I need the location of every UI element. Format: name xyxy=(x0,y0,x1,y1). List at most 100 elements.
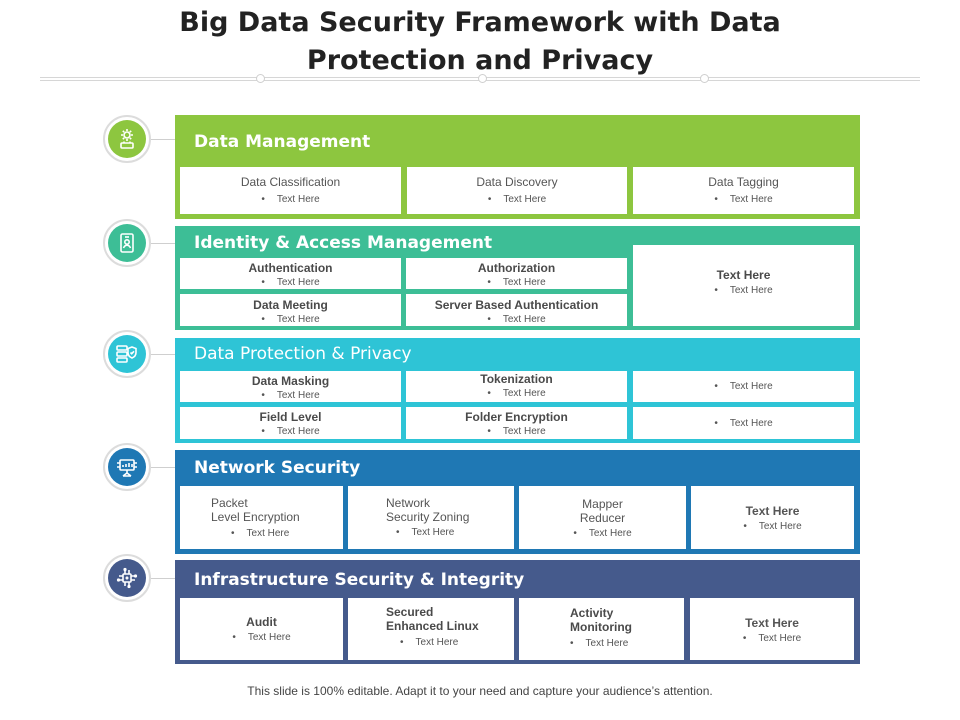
card-bullet: Text Here xyxy=(180,389,401,402)
card-bullet: Text Here xyxy=(406,387,627,400)
card-bullet: Text Here xyxy=(406,276,627,289)
connector-line xyxy=(151,243,175,244)
gear-chip-icon xyxy=(108,120,146,158)
card-bullet: Text Here xyxy=(633,284,854,297)
data-management-icon-badge xyxy=(103,115,151,163)
connector-line xyxy=(151,578,175,579)
card-title: Data Discovery xyxy=(476,175,558,189)
section-title: Network Security xyxy=(194,458,361,478)
card-bullet: Text Here xyxy=(406,313,627,326)
card-secured-enhanced-linux: Secured Enhanced Linux Text Here xyxy=(348,598,514,660)
card-bullet: Text Here xyxy=(180,276,401,289)
card-bullet: Text Here xyxy=(180,631,343,644)
card-title: Field Level xyxy=(259,410,322,424)
card-folder-encryption: Folder Encryption Text Here xyxy=(406,407,627,439)
data-protection-icon-badge xyxy=(103,330,151,378)
card-data-discovery: Data Discovery Text Here xyxy=(407,167,627,214)
network-monitor-icon xyxy=(108,448,146,486)
card-field-level: Field Level Text Here xyxy=(180,407,401,439)
card-data-masking: Data Masking Text Here xyxy=(180,371,401,402)
card-text-here: Text Here Text Here xyxy=(691,486,854,549)
section-data-management: Data Management Data Classification Text… xyxy=(175,115,860,219)
connector-line xyxy=(151,467,175,468)
card-bullet: Text Here xyxy=(690,632,854,645)
card-audit: Audit Text Here xyxy=(180,598,343,660)
page-title: Big Data Security Framework with Data Pr… xyxy=(0,4,960,80)
section-data-protection-privacy: Data Protection & Privacy Data Masking T… xyxy=(175,338,860,443)
card-title: Server Based Authentication xyxy=(434,298,599,312)
card-title: Text Here xyxy=(745,616,799,630)
card-bullet: Text Here xyxy=(570,637,684,650)
card-title: Text Here xyxy=(716,268,771,282)
card-title-line-2: Enhanced Linux xyxy=(386,619,479,633)
card-packet-level-encryption: Packet Level Encryption Text Here xyxy=(180,486,343,549)
card-title: Authorization xyxy=(477,261,556,275)
card-bullet: Text Here xyxy=(400,636,514,649)
card-title: Audit xyxy=(246,615,277,629)
card-tokenization: Tokenization Text Here xyxy=(406,371,627,402)
card-bullet: Text Here xyxy=(633,380,854,393)
card-bullet: Text Here xyxy=(633,417,854,430)
card-network-security-zoning: Network Security Zoning Text Here xyxy=(348,486,514,549)
card-activity-monitoring: Activity Monitoring Text Here xyxy=(519,598,684,660)
card-title-line-2: Level Encryption xyxy=(211,510,300,524)
network-security-icon-badge xyxy=(103,443,151,491)
section-title: Infrastructure Security & Integrity xyxy=(194,570,525,590)
card-title-line-2: Reducer xyxy=(579,511,626,525)
card-title: Folder Encryption xyxy=(465,410,568,424)
card-title: Text Here xyxy=(745,504,800,518)
card-bullet: Text Here xyxy=(231,527,343,540)
circuit-chip-icon xyxy=(108,559,146,597)
card-text-here: Text Here xyxy=(633,407,854,439)
card-authentication: Authentication Text Here xyxy=(180,258,401,289)
divider-dot xyxy=(478,74,487,83)
card-bullet: Text Here xyxy=(406,425,627,438)
card-bullet: Text Here xyxy=(180,425,401,438)
card-title-line-1: Network xyxy=(386,496,431,510)
connector-line xyxy=(151,139,175,140)
card-mapper-reducer: Mapper Reducer Text Here xyxy=(519,486,686,549)
card-title: Data Masking xyxy=(251,374,330,388)
divider-dot xyxy=(700,74,709,83)
card-title: Authentication xyxy=(248,261,333,275)
section-title: Data Protection & Privacy xyxy=(194,344,412,364)
card-data-classification: Data Classification Text Here xyxy=(180,167,401,214)
card-bullet: Text Here xyxy=(180,193,401,206)
card-bullet: Text Here xyxy=(407,193,627,206)
card-bullet: Text Here xyxy=(691,520,854,533)
card-bullet: Text Here xyxy=(633,193,854,206)
card-title: Data Tagging xyxy=(708,175,779,189)
card-server-based-authentication: Server Based Authentication Text Here xyxy=(406,294,627,326)
card-title-line-1: Mapper xyxy=(582,497,623,511)
card-data-tagging: Data Tagging Text Here xyxy=(633,167,854,214)
card-title: Data Meeting xyxy=(253,298,328,312)
card-title-line-2: Security Zoning xyxy=(386,510,470,524)
card-title-line-1: Secured xyxy=(386,605,434,619)
footer-note: This slide is 100% editable. Adapt it to… xyxy=(247,684,713,698)
card-title: Tokenization xyxy=(480,372,553,386)
card-bullet: Text Here xyxy=(519,527,686,540)
card-authorization: Authorization Text Here xyxy=(406,258,627,289)
card-title: Data Classification xyxy=(240,175,341,189)
id-badge-icon xyxy=(108,224,146,262)
card-bullet: Text Here xyxy=(180,313,401,326)
card-text-here: Text Here xyxy=(633,371,854,402)
section-network-security: Network Security Packet Level Encryption… xyxy=(175,450,860,554)
section-identity-access-management: Identity & Access Management Authenticat… xyxy=(175,226,860,330)
section-title: Data Management xyxy=(194,132,371,152)
card-text-here: Text Here Text Here xyxy=(690,598,854,660)
infrastructure-icon-badge xyxy=(103,554,151,602)
card-text-here: Text Here Text Here xyxy=(633,245,854,326)
section-infrastructure-security-integrity: Infrastructure Security & Integrity Audi… xyxy=(175,560,860,664)
section-title: Identity & Access Management xyxy=(194,233,493,253)
card-title-line-1: Activity xyxy=(570,606,614,620)
card-title-line-2: Monitoring xyxy=(570,620,632,634)
card-data-meeting: Data Meeting Text Here xyxy=(180,294,401,326)
divider-dot xyxy=(256,74,265,83)
card-title-line-1: Packet xyxy=(211,496,248,510)
card-bullet: Text Here xyxy=(396,526,514,539)
identity-icon-badge xyxy=(103,219,151,267)
title-line-1: Big Data Security Framework with Data xyxy=(179,7,781,38)
connector-line xyxy=(151,354,175,355)
title-line-2: Protection and Privacy xyxy=(306,45,654,76)
